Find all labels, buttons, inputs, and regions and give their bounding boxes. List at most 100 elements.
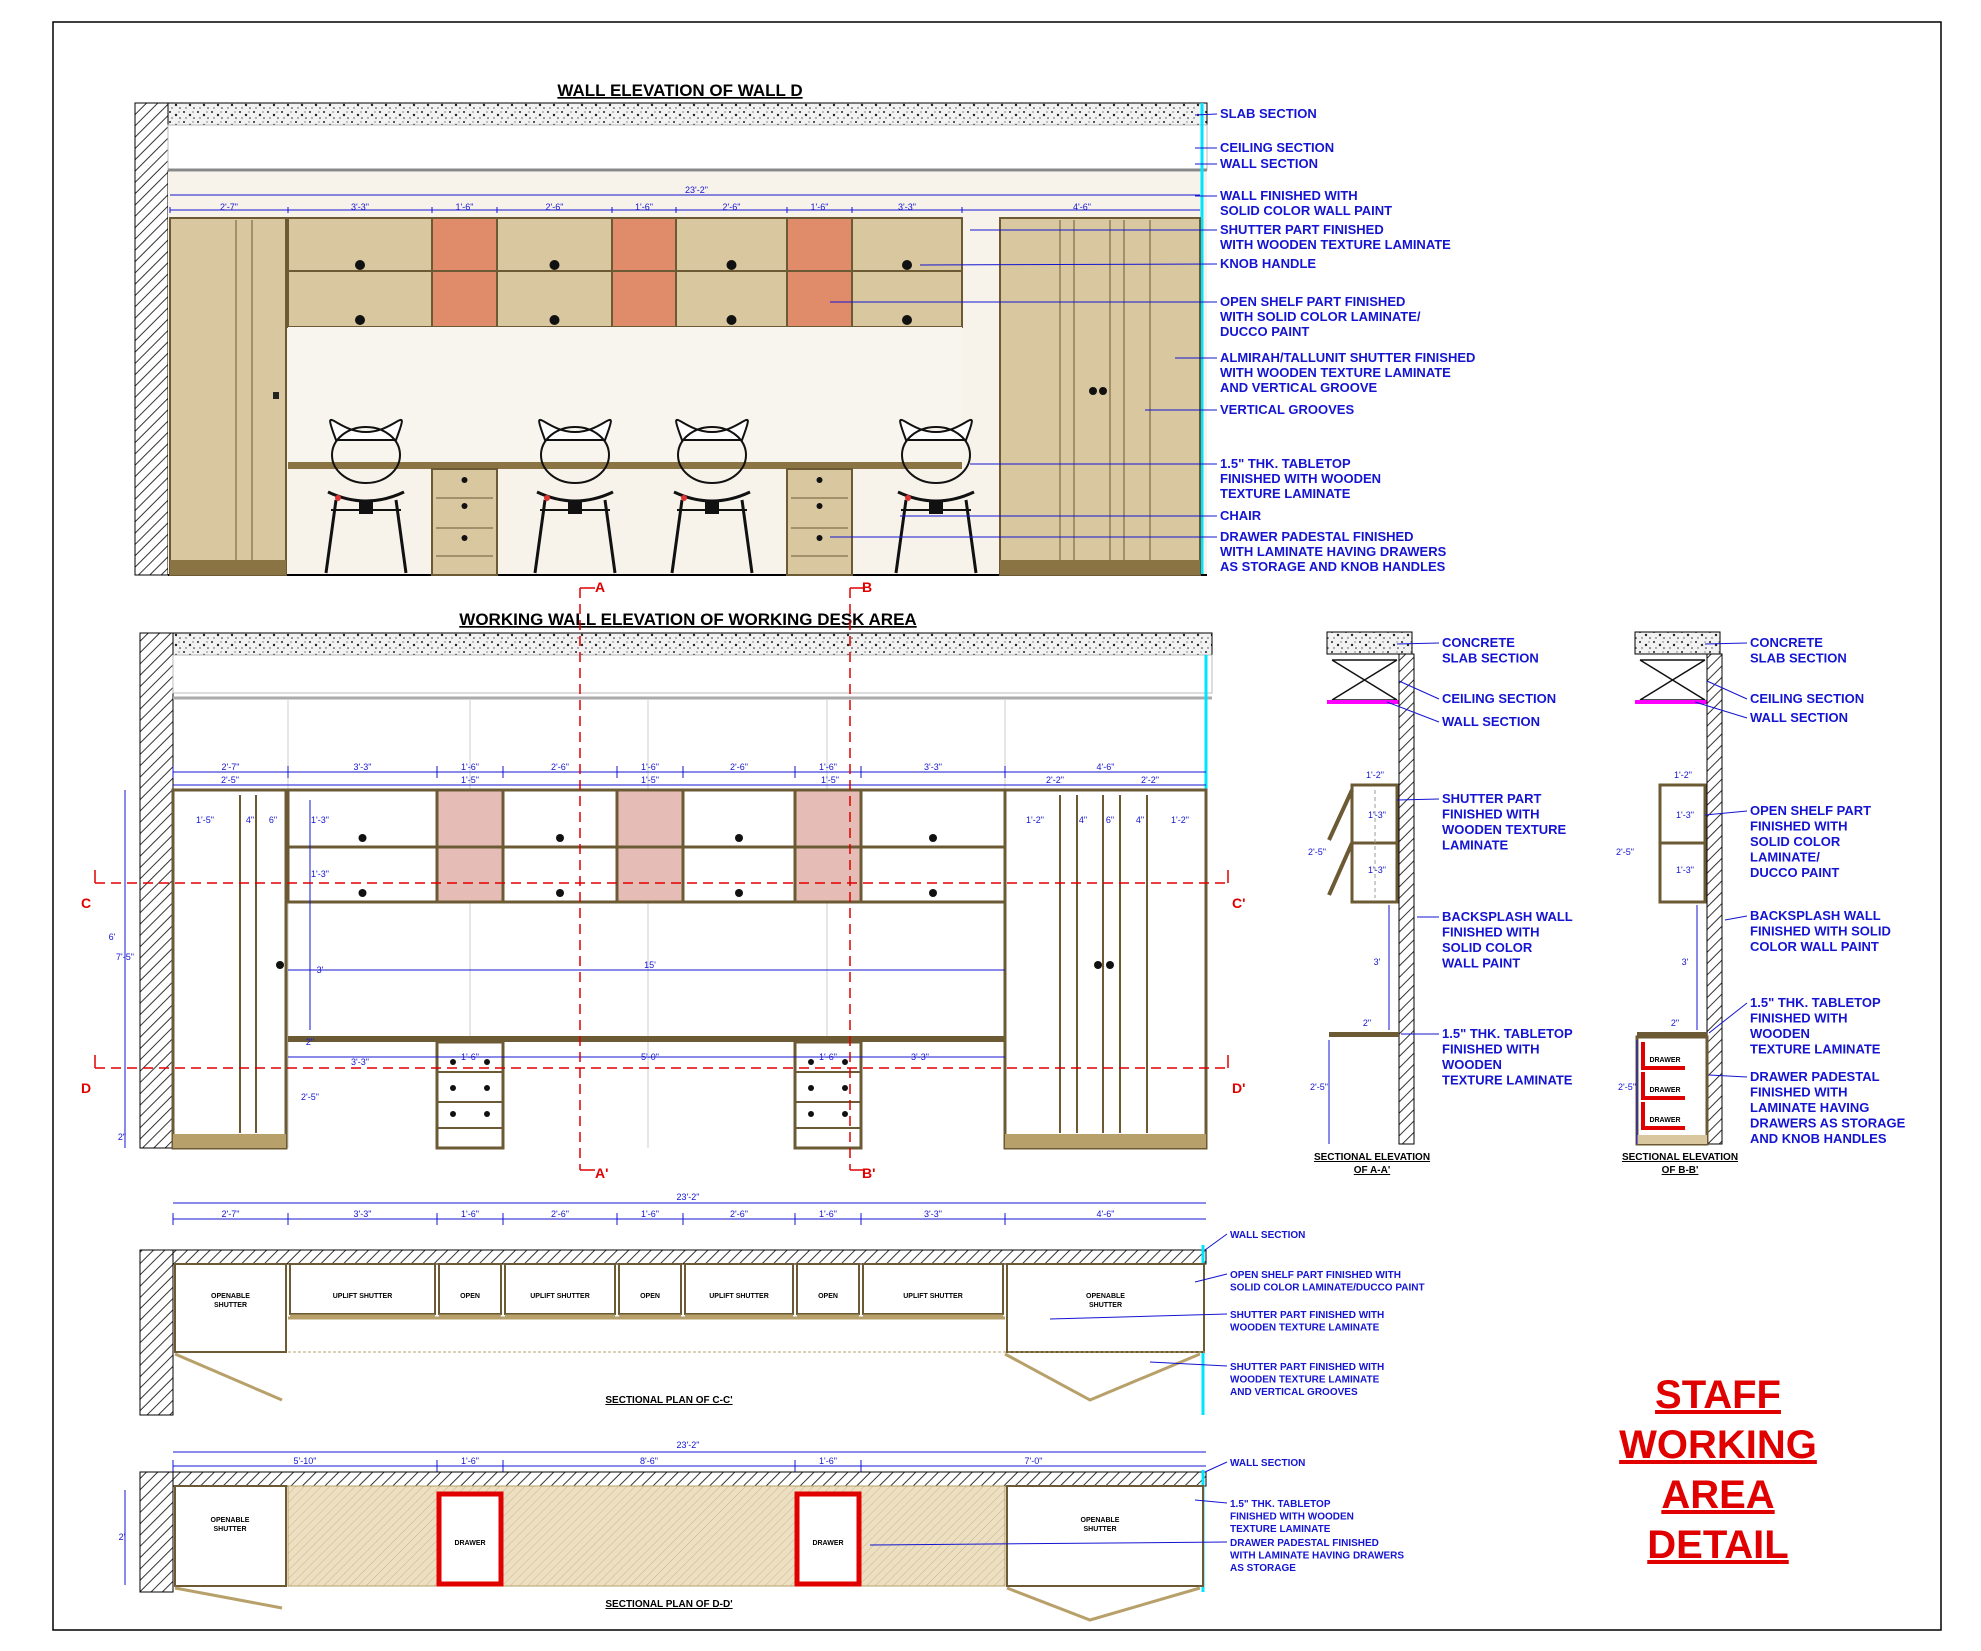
section-dim: 1'-2" (1366, 770, 1384, 780)
wall-d-note-line: SHUTTER PART FINISHED (1220, 222, 1384, 237)
plan-drawer (436, 1491, 504, 1587)
knob-handle (902, 260, 912, 270)
section_aa-note-line: BACKSPLASH WALL (1442, 909, 1573, 924)
plan-cc-dim: 1'-6" (641, 1209, 659, 1219)
wall-d-note-line: WALL FINISHED WITH (1220, 188, 1358, 203)
knob-handle (450, 1085, 456, 1091)
section_aa-note-line: FINISHED WITH (1442, 925, 1540, 940)
chair-leg (670, 499, 684, 574)
working-dim-inner: 6" (269, 815, 277, 825)
plan-cell-label: SHUTTER (1083, 1526, 1116, 1533)
working-dim-2: 2'-2" (1046, 775, 1064, 785)
working-dim-inner: 4" (246, 815, 254, 825)
working-dim-inner: 2'-5" (301, 1092, 319, 1102)
wall-d-note-line: WALL SECTION (1220, 156, 1318, 171)
wall-d-dim: 2'-6" (546, 202, 564, 212)
wall-d-note-line: WITH WOODEN TEXTURE LAMINATE (1220, 237, 1451, 252)
section_aa-note-line: 1.5" THK. TABLETOP (1442, 1026, 1573, 1041)
section_aa-note-line: FINISHED WITH (1442, 1042, 1540, 1057)
chair-leg (394, 499, 408, 574)
plan-wall-left (139, 1471, 174, 1593)
chair-accent (905, 495, 911, 501)
title-line-3: AREA (1661, 1473, 1774, 1517)
section_aa-note-line: FINISHED WITH (1442, 807, 1540, 822)
knob-handle (816, 535, 823, 541)
wall-d-note-line: WITH LAMINATE HAVING DRAWERS (1220, 544, 1447, 559)
section_bb-note-line: DRAWER PADESTAL (1750, 1069, 1880, 1084)
working-dim-2: 1'-5" (821, 775, 839, 785)
plan-cc-dim: 3'-3" (354, 1209, 372, 1219)
plan-cell (174, 1485, 287, 1587)
section-dim: 3' (1374, 957, 1381, 967)
plan-cell-label: OPENABLE (1081, 1517, 1120, 1524)
knob-handle (726, 260, 737, 270)
left-tall-unit (169, 217, 287, 576)
plan-cell-label: OPEN (640, 1293, 660, 1300)
plan-cc-note-line: SOLID COLOR LAMINATE/DUCCO PAINT (1230, 1283, 1425, 1294)
open-shelf (786, 217, 853, 272)
section_bb-note-line: LAMINATE HAVING (1750, 1100, 1869, 1115)
section_bb-note-line: SOLID COLOR (1750, 834, 1841, 849)
slab-section (134, 102, 1208, 126)
wall-d-note-line: AND VERTICAL GROOVE (1220, 380, 1378, 395)
section_bb-note-line: AND KNOB HANDLES (1750, 1131, 1887, 1146)
section-ceiling (1331, 659, 1398, 701)
section_bb-note-line: CEILING SECTION (1750, 691, 1864, 706)
plan-cell (862, 1263, 1004, 1315)
working-dim-inner: 2" (118, 1132, 126, 1142)
plan-dd-dim: 8'-6" (640, 1456, 658, 1466)
plan-dd-note-line: WITH LAMINATE HAVING DRAWERS (1230, 1551, 1404, 1562)
section-mark-b: B (862, 579, 872, 595)
working-dim: 2'-7" (222, 762, 240, 772)
wall-d-dim: 1'-6" (635, 202, 653, 212)
working-dim-inner: 1'-2" (1026, 815, 1044, 825)
section-mark-a: A (595, 579, 605, 595)
section-drawer-label: DRAWER (1649, 1087, 1680, 1094)
working-slab (139, 632, 1213, 656)
plan-cell-label: OPENABLE (1086, 1293, 1125, 1300)
knob-handle (461, 503, 468, 509)
working-dim-2: 1'-5" (641, 775, 659, 785)
section-dim: 2'-5" (1616, 847, 1634, 857)
chair-post (705, 500, 719, 514)
plan-cc-note-line: AND VERTICAL GROOVES (1230, 1387, 1358, 1398)
working-dim-inner: 1'-5" (196, 815, 214, 825)
leader-line (1724, 915, 1748, 921)
wall-d-note-line: FINISHED WITH WOODEN (1220, 471, 1381, 486)
plan-cc-dim: 3'-3" (924, 1209, 942, 1219)
title-line-4: DETAIL (1647, 1523, 1788, 1567)
plan-dd-note-line: FINISHED WITH WOODEN (1230, 1512, 1354, 1523)
knob-handle (1094, 961, 1102, 969)
plan-cc-note-line: WOODEN TEXTURE LAMINATE (1230, 1323, 1380, 1334)
wall-section-left (134, 102, 169, 576)
chair-leg (533, 499, 547, 574)
plan-cell-label: UPLIFT SHUTTER (903, 1293, 963, 1300)
working-dim-2: 2'-5" (221, 775, 239, 785)
plan-wall-back (139, 1471, 1207, 1487)
section_bb-note-line: FINISHED WITH (1750, 1085, 1848, 1100)
working-dim: 2'-6" (730, 762, 748, 772)
wall-d-note-line: CHAIR (1220, 508, 1262, 523)
working-dim-inner: 1'-3" (311, 815, 329, 825)
wall-d-note-line: WITH WOODEN TEXTURE LAMINATE (1220, 365, 1451, 380)
chair-frame (331, 426, 401, 484)
plan-cell-label: UPLIFT SHUTTER (530, 1293, 590, 1300)
section-slab (1634, 631, 1721, 655)
knob-handle (1089, 387, 1097, 395)
leader-line (869, 1541, 1228, 1546)
knob-handle (1099, 387, 1107, 395)
section_bb-note-line: OPEN SHELF PART (1750, 803, 1871, 818)
knob-handle (450, 1059, 456, 1065)
plan-dd-dim: 5'-10" (294, 1456, 317, 1466)
section-dim: 1'-3" (1676, 865, 1694, 875)
open-shelf (786, 270, 853, 328)
leader-line (1194, 113, 1218, 116)
knob-handle (726, 315, 737, 325)
plan-cc: 23'-2"2'-7"3'-3"1'-6"2'-6"1'-6"2'-6"1'-6… (139, 1192, 1425, 1416)
knob-handle (735, 889, 743, 897)
plan-dd: 23'-2"5'-10"1'-6"8'-6"1'-6"7'-0"2'OPENAB… (119, 1440, 1404, 1622)
knob-handle (484, 1111, 490, 1117)
plan-dd-note-line: DRAWER PADESTAL FINISHED (1230, 1538, 1379, 1549)
plan-door-swing (174, 1586, 283, 1610)
section-mark-c: C (81, 895, 91, 911)
